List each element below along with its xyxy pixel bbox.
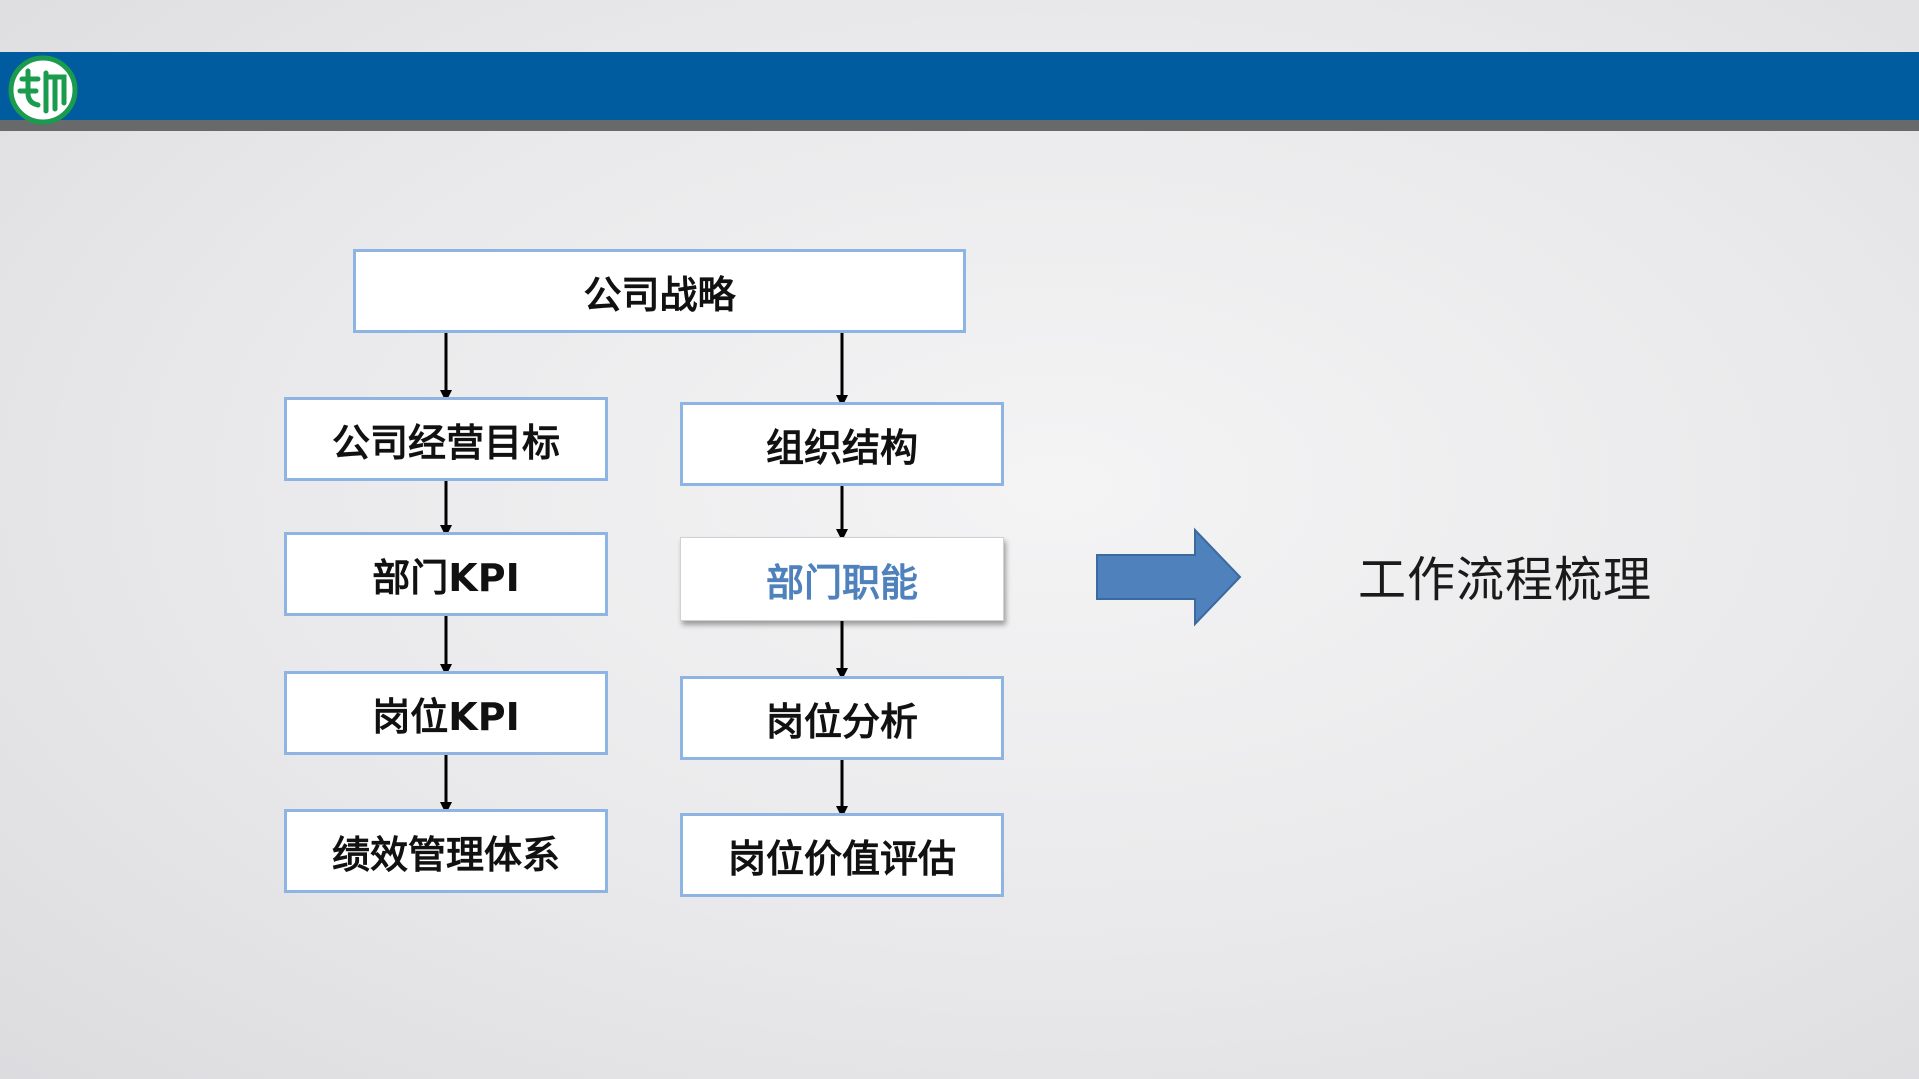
node-right-1: 组织结构	[680, 402, 1004, 486]
node-left-4: 绩效管理体系	[284, 809, 608, 893]
node-left-3: 岗位KPI	[284, 671, 608, 755]
node-right-4: 岗位价值评估	[680, 813, 1004, 897]
workflow-label: 工作流程梳理	[1358, 552, 1653, 608]
header-band	[0, 52, 1919, 120]
company-logo-icon	[8, 55, 78, 125]
header-underline	[0, 120, 1919, 131]
right-block-arrow-icon	[1096, 527, 1242, 627]
node-right-3: 岗位分析	[680, 676, 1004, 760]
node-left-2: 部门KPI	[284, 532, 608, 616]
node-company-strategy: 公司战略	[353, 249, 966, 333]
node-left-1: 公司经营目标	[284, 397, 608, 481]
node-right-2-highlighted: 部门职能	[680, 537, 1004, 621]
